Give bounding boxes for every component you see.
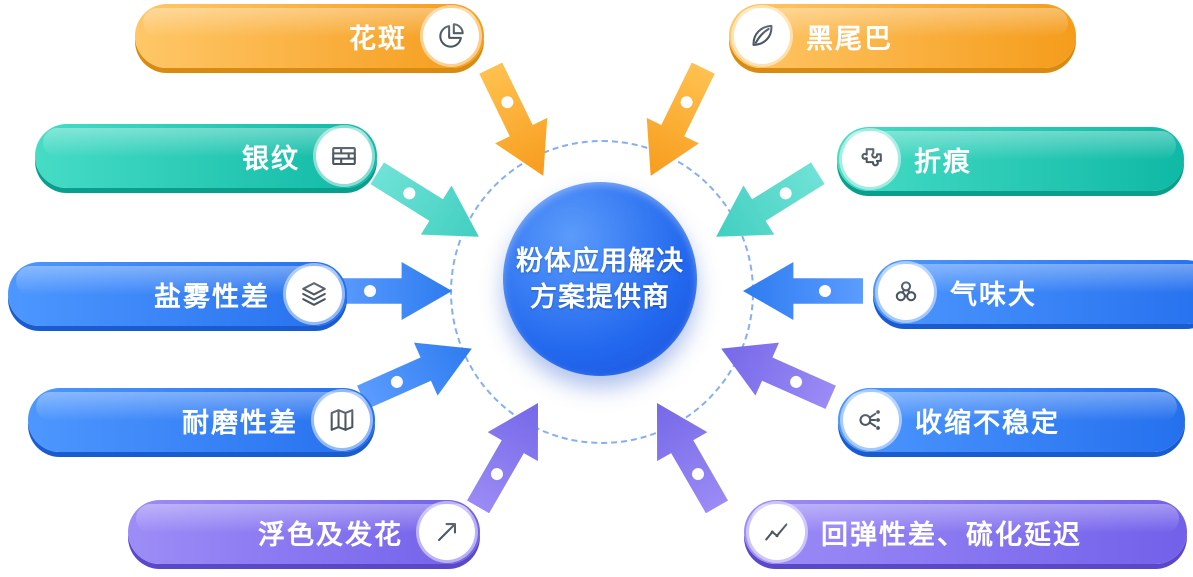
pill-label: 耐磨性差 [182,407,298,438]
pill-label: 浮色及发花 [258,519,403,550]
center-node: 粉体应用解决 方案提供商 [503,182,697,376]
arrow-dot [678,95,694,111]
bricks-icon [316,128,372,184]
arrow-dot [389,374,405,390]
pill-huaban: 花斑 [135,4,484,68]
pill-zhehen: 折痕 [837,127,1184,191]
arrow-dot [500,95,516,111]
line-chart-icon [749,504,805,560]
pill-heiweiba: 黑尾巴 [729,4,1076,68]
pill-yinwen: 银纹 [35,124,377,188]
layers-icon [286,266,342,322]
arrow-from-yanwu [332,262,452,320]
arrow-dot [401,185,418,202]
pill-huitan: 回弹性差、硫化延迟 [744,500,1187,564]
arrow-dot [489,466,505,482]
arrow-dot [777,185,794,202]
pill-yanwu: 盐雾性差 [8,262,347,326]
pill-fuse: 浮色及发花 [128,500,480,564]
pie-chart-icon [423,8,479,64]
arrow-dot [788,374,804,390]
pill-label: 气味大 [950,279,1037,310]
branch-dots-icon [843,392,899,448]
map-icon [314,392,370,448]
arrow-dot [819,285,831,297]
pill-label: 收缩不稳定 [915,407,1060,438]
pill-label: 银纹 [242,143,300,174]
pill-shousuo: 收缩不稳定 [838,388,1185,452]
pill-label: 回弹性差、硫化延迟 [821,519,1082,550]
arrow-dot [690,466,706,482]
puzzle-icon [842,131,898,187]
arrow-from-qiwei [743,262,863,320]
pill-label: 盐雾性差 [154,281,270,312]
center-title-line1: 粉体应用解决 [516,245,684,276]
trend-arrow-icon [419,504,475,560]
pill-label: 黑尾巴 [806,23,893,54]
leaf-icon [734,8,790,64]
pill-qiwei: 气味大 [873,260,1193,324]
arrow-dot [364,285,377,297]
pill-naimo: 耐磨性差 [28,388,375,452]
molecule-icon [878,264,934,320]
pill-label: 折痕 [914,146,972,177]
center-title-line2: 方案提供商 [530,282,670,312]
pill-label: 花斑 [349,23,407,54]
